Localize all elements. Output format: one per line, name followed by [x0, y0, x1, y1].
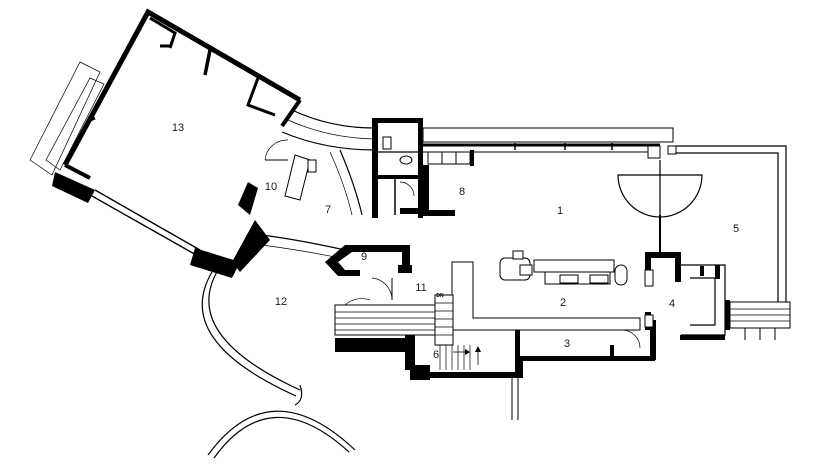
room-label-12: 12: [275, 296, 287, 308]
room-label-1: 1: [557, 205, 563, 217]
room-label-8: 8: [459, 186, 465, 198]
room-label-11: 11: [415, 282, 426, 294]
room-label-4: 4: [669, 298, 675, 310]
room-12-curves: [201, 269, 356, 459]
room-5-terrace: [676, 145, 787, 302]
curved-corridor: [281, 109, 376, 151]
room-label-6: 6: [433, 349, 439, 361]
room-label-5: 5: [733, 223, 739, 235]
room-label-9: 9: [361, 251, 367, 263]
room-13-structure: [29, 8, 302, 278]
kitchen-furniture: [499, 250, 628, 286]
bathroom-block: [372, 118, 455, 218]
room-label-10: 10: [265, 181, 277, 193]
main-block: [422, 127, 703, 255]
room-label-13: 13: [172, 122, 184, 134]
room-10-7-structure: [261, 139, 363, 259]
stair-down-marker: DN: [436, 293, 444, 299]
room-label-2: 2: [560, 297, 566, 309]
room-9-structure: [325, 245, 412, 276]
room-label-7: 7: [325, 204, 331, 216]
room-label-3: 3: [564, 338, 570, 350]
service-core: [334, 252, 791, 420]
